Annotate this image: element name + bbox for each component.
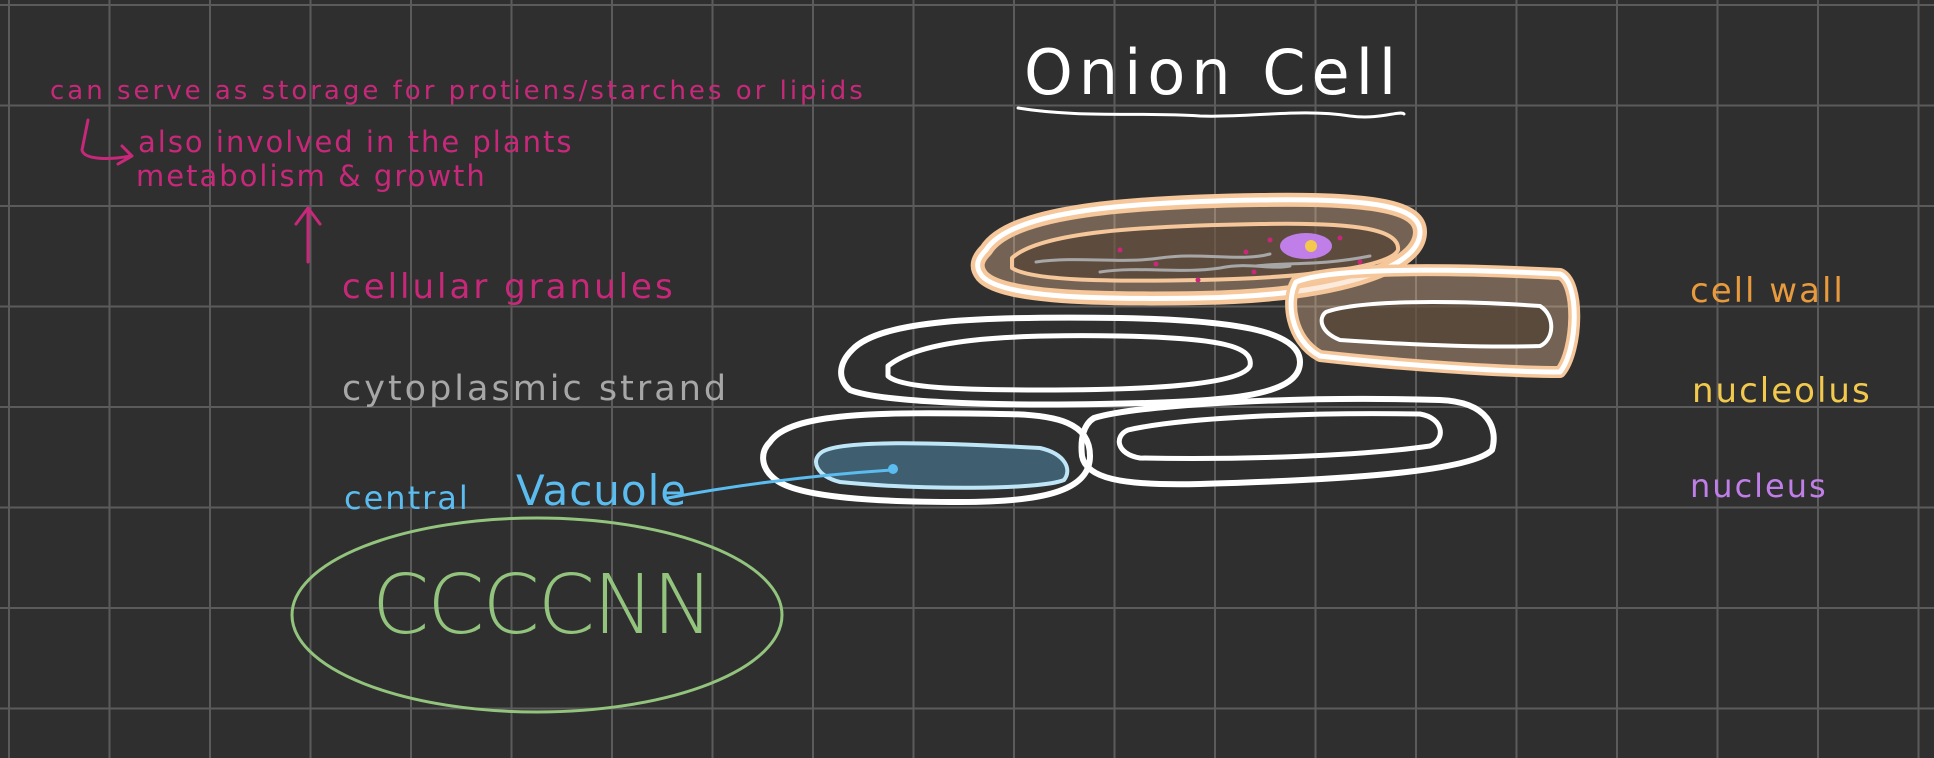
vacuole-shape (816, 443, 1067, 488)
label-vacuole: Vacuole (516, 470, 687, 512)
granule (1196, 278, 1201, 283)
granule (1244, 250, 1249, 255)
green-scribble: CCCCNN (372, 565, 712, 647)
granule (1358, 260, 1363, 265)
cell-right-inner (1322, 302, 1552, 346)
granule (1268, 238, 1273, 243)
label-cytoplasmic-strand: cytoplasmic strand (342, 372, 729, 407)
cell-lower-right-inner (1119, 414, 1440, 459)
hook-arrow-icon (82, 120, 132, 164)
cell-middle-inner (888, 336, 1250, 390)
vacuole-pointer-dot (888, 464, 898, 474)
cell-lower-right (1082, 399, 1494, 484)
granule (1118, 248, 1123, 253)
legend-nucleolus: nucleolus (1692, 374, 1872, 408)
granule (1338, 236, 1343, 241)
legend-cell-wall: cell wall (1690, 274, 1845, 308)
up-arrow-icon (296, 208, 320, 262)
granule (1252, 270, 1257, 275)
granule (1154, 262, 1159, 267)
note-line-3: metabolism & growth (136, 162, 487, 191)
note-line-1: can serve as storage for protiens/starch… (50, 78, 866, 104)
note-line-2: also involved in the plants (138, 128, 574, 157)
legend-nucleus: nucleus (1690, 470, 1828, 502)
label-central: central (344, 482, 470, 514)
nucleolus (1305, 240, 1317, 252)
label-cellular-granules: cellular granules (342, 270, 676, 304)
page-title: Onion Cell (1024, 42, 1402, 104)
title-underline (1018, 108, 1404, 117)
